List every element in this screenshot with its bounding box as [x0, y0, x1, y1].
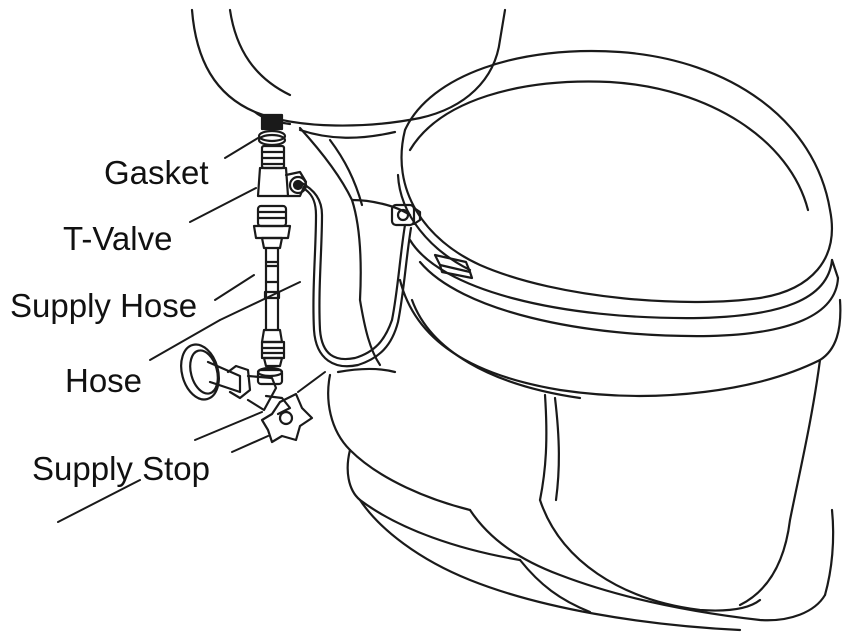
tank-outlet: [260, 113, 284, 131]
gasket-label: Gasket: [104, 154, 209, 191]
leader-line-stop-3: [57, 479, 141, 523]
supply-hose-label: Supply Hose: [10, 287, 198, 324]
toilet-bowl: [398, 278, 842, 612]
leader-line-hose-2: [219, 281, 301, 321]
leader-line-t-valve: [189, 187, 257, 223]
toilet-lid: [396, 49, 833, 304]
leader-line-gasket: [224, 137, 259, 159]
toilet-tank: [190, 8, 507, 139]
leader-line-stop-2: [231, 435, 269, 453]
toilet-seat: [408, 238, 840, 338]
leader-line-hose-3: [297, 371, 326, 393]
t-valve-part: [256, 144, 308, 198]
refill-tube: [298, 180, 413, 368]
gasket-part: [257, 129, 287, 147]
bowl-bolt: [390, 203, 422, 227]
supply-stop-part: [180, 343, 314, 444]
supply-hose-part: [252, 204, 292, 332]
leader-line-supply-hose: [214, 274, 255, 301]
toilet-base: [327, 367, 835, 632]
hose-label: Hose: [65, 362, 143, 399]
hose-part: [260, 328, 286, 368]
leader-line-hose-1: [149, 319, 221, 361]
t-valve-label: T-Valve: [63, 220, 173, 257]
supply-stop-label: Supply Stop: [32, 450, 210, 487]
seat-hinge: [433, 253, 474, 280]
leader-line-stop-1: [194, 411, 263, 441]
toilet-body-left: [298, 126, 412, 367]
leader-lines: [57, 137, 326, 523]
